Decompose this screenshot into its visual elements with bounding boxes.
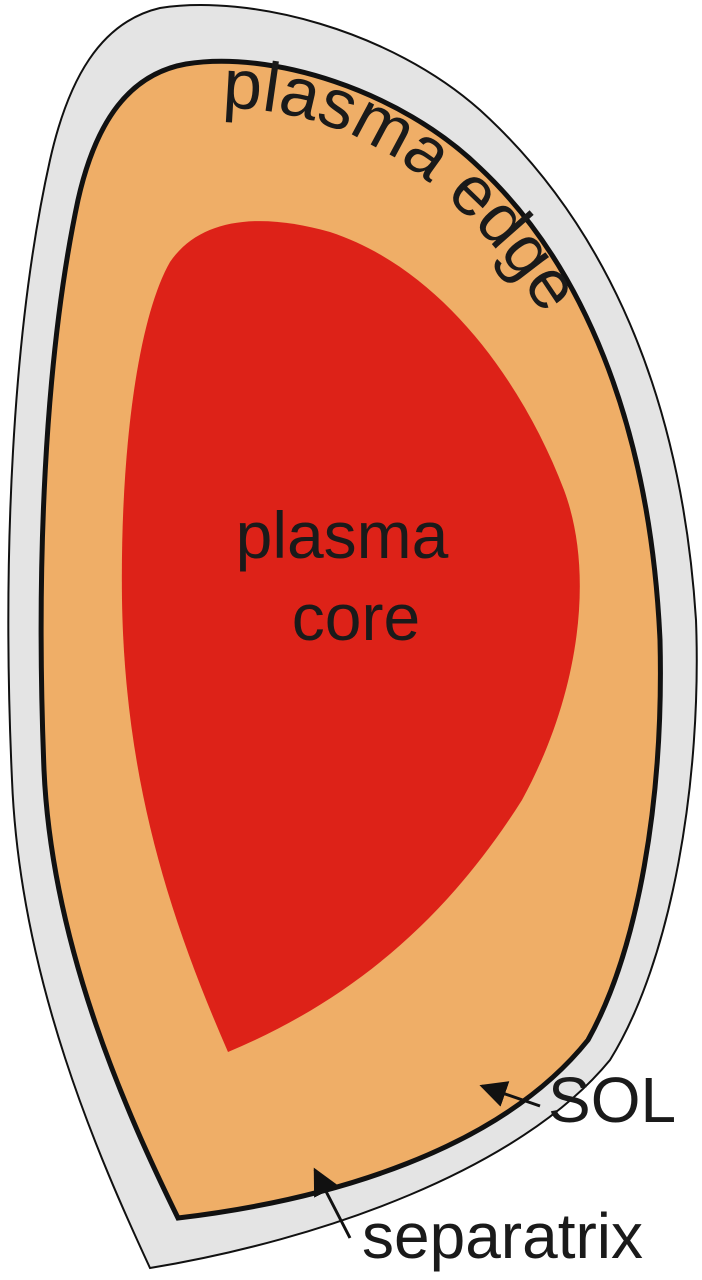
sol-arrow [479, 1081, 541, 1108]
separatrix-arrow [313, 1167, 352, 1239]
sol-label: SOL [548, 1064, 676, 1136]
separatrix-label: separatrix [362, 1200, 643, 1272]
plasma-core-label-line2: core [292, 580, 420, 654]
plasma-core-label-line1: plasma [236, 498, 449, 572]
plasma-core-region [121, 221, 580, 1053]
